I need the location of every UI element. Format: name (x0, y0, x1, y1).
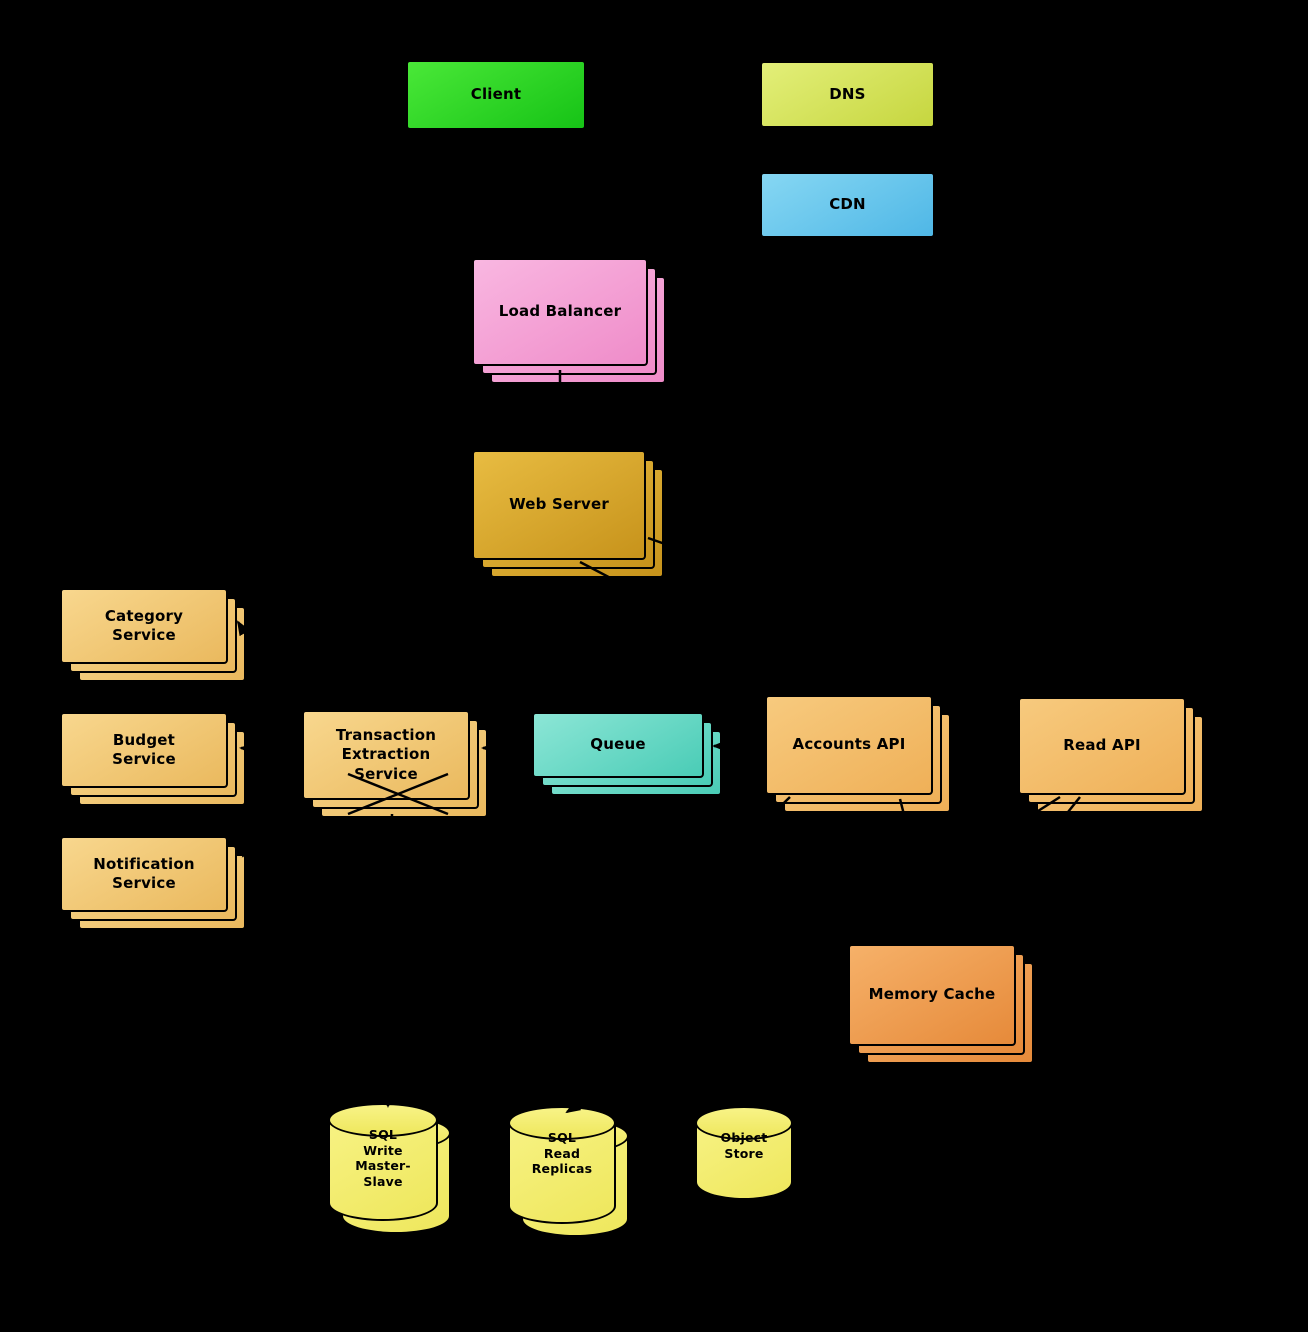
node-object-store: Object Store (694, 1105, 793, 1200)
node-cdn: CDN (760, 172, 935, 238)
node-label: SQL Read Replicas (531, 1130, 593, 1177)
node-sql-read-replicas: SQL Read Replicas SQL Read Replicas (507, 1105, 629, 1237)
node-card: Load Balancer (472, 258, 648, 366)
node-card: Budget Service (60, 712, 228, 788)
node-label: Memory Cache (868, 985, 996, 1004)
node-read-api: Read API (1018, 697, 1204, 813)
node-cylinder: SQL Read Replicas (507, 1105, 616, 1224)
node-label: Budget Service (112, 730, 176, 769)
node-category-service: Category Service (60, 588, 246, 682)
node-label: Transaction Extraction Service (335, 725, 437, 783)
node-card: Client (406, 60, 586, 130)
node-card: Memory Cache (848, 944, 1016, 1046)
node-label: CDN (829, 195, 866, 214)
node-label: Load Balancer (498, 302, 622, 321)
node-card: DNS (760, 61, 935, 128)
node-web-server: Web Server (472, 450, 664, 578)
node-memory-cache: Memory Cache (848, 944, 1034, 1064)
node-budget-service: Budget Service (60, 712, 246, 806)
node-transaction-extraction-service: Transaction Extraction Service (302, 710, 488, 818)
node-label: Object Store (720, 1130, 768, 1161)
cylinder-top-ellipse (327, 1102, 438, 1137)
node-client: Client (406, 60, 586, 130)
node-card: CDN (760, 172, 935, 238)
node-card: Notification Service (60, 836, 228, 912)
node-label: SQL Write Master- Slave (355, 1127, 411, 1189)
node-card: Queue (532, 712, 704, 778)
node-cylinder: Object Store (694, 1105, 793, 1200)
node-label: Notification Service (93, 854, 195, 893)
node-label: Web Server (509, 495, 609, 514)
node-card: Category Service (60, 588, 228, 664)
node-dns: DNS (760, 61, 935, 128)
node-notification-service: Notification Service (60, 836, 246, 930)
node-load-balancer: Load Balancer (472, 258, 666, 384)
node-label: Queue (590, 735, 646, 754)
node-label: Accounts API (792, 735, 906, 754)
node-cylinder: SQL Write Master- Slave (327, 1102, 438, 1221)
node-card: Accounts API (765, 695, 933, 795)
node-card: Read API (1018, 697, 1186, 795)
node-label: Client (470, 85, 522, 104)
node-accounts-api: Accounts API (765, 695, 951, 813)
node-card: Web Server (472, 450, 646, 560)
node-queue: Queue (532, 712, 722, 796)
node-label: Category Service (104, 606, 184, 645)
node-label: DNS (829, 84, 866, 103)
node-label: Read API (1063, 736, 1141, 755)
node-card: Transaction Extraction Service (302, 710, 470, 800)
node-sql-write-master-slave: SQL Write Master- Slave SQL Write Master… (327, 1102, 451, 1234)
